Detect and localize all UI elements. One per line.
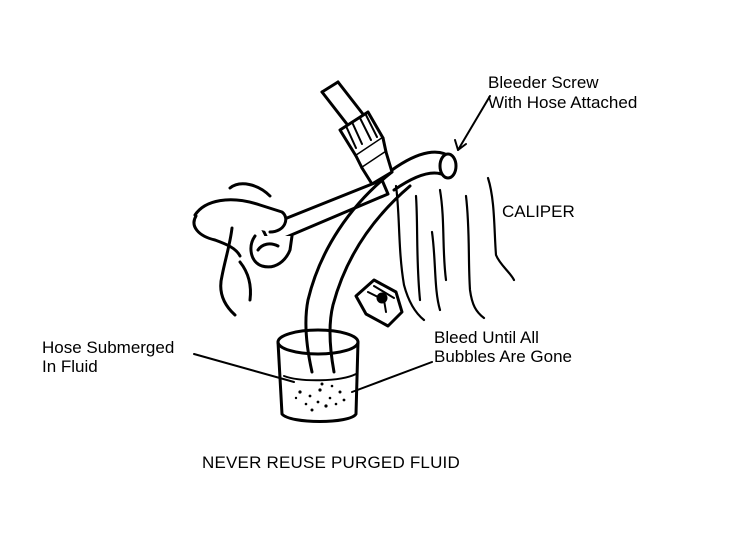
caption: NEVER REUSE PURGED FLUID [202, 453, 460, 472]
label-bleed-line1: Bleed Until All [434, 328, 539, 347]
glass-jar [276, 328, 360, 423]
caliper-body [394, 176, 516, 322]
label-bleeder-line1: Bleeder Screw [488, 73, 599, 92]
label-bleed-line2: Bubbles Are Gone [434, 347, 572, 366]
leader-lines [193, 95, 491, 393]
hand [192, 182, 294, 317]
bleeder-screw [338, 110, 394, 186]
label-hose-line1: Hose Submerged [42, 338, 175, 357]
label-caliper: CALIPER [502, 202, 575, 221]
caliper-clip [354, 278, 404, 328]
bleeder-hose [304, 150, 458, 374]
label-bleeder-line2: With Hose Attached [488, 93, 638, 112]
fluid-bubbles [294, 382, 346, 412]
label-hose-line2: In Fluid [42, 357, 98, 376]
